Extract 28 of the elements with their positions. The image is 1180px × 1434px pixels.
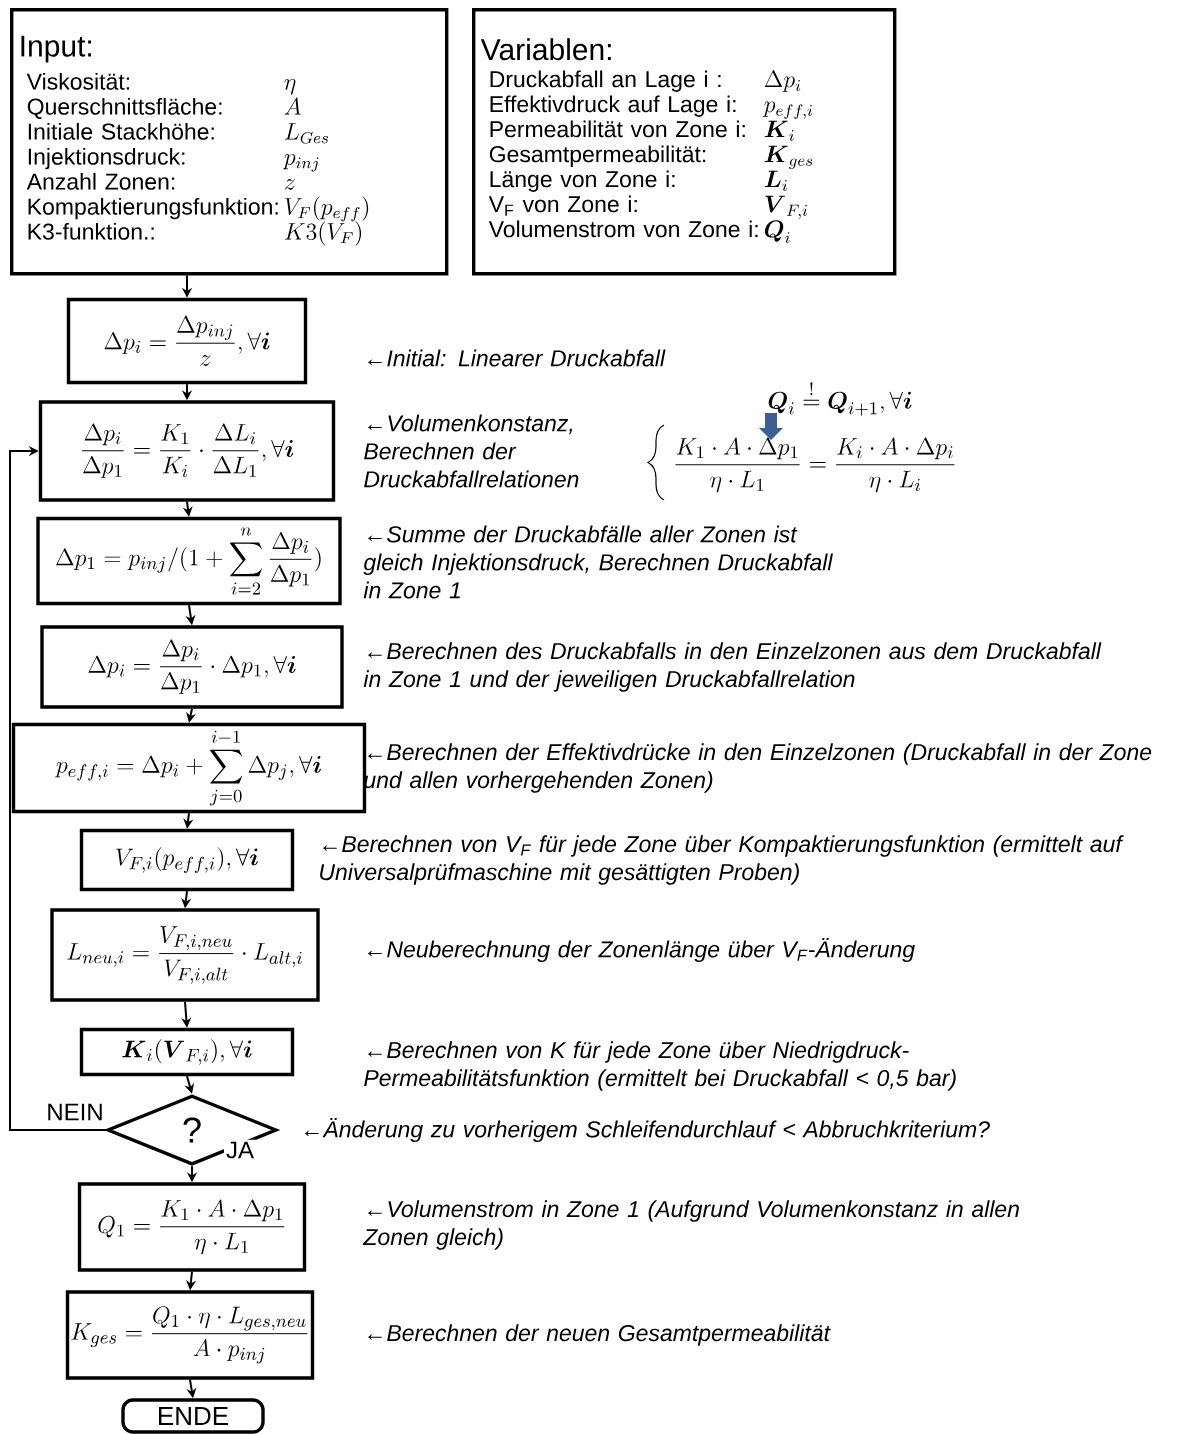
formula: $\frac{K_1 \cdot A \cdot \Delta p_1}{\eta \cdot L_1} = \frac{K_i \cdot A \cdot \Delta p_i}{\eta \cdot L_i}$ [675,437,955,493]
formula-box: $p_{eff,i} = \Delta p_i + \sum_{j=0}^{i-1} \Delta p_j, \forall \boldsymbol{i}$ [11,722,367,814]
annotation-text: ←Berechnen von K für jede Zone über Niedrigdruck-Permeabilitätsfunktion (ermittelt bei Druckabfall < 0,5 bar) [364,1041,956,1091]
annotation-text: ←Initial: Linearer Druckabfall [368,349,666,367]
formula-box: $L_{neu,i} = \frac{V_{F,i,neu}}{V_{F,i,alt}} \cdot L_{alt,i}$ [50,908,320,1002]
formula-box: $V_{F,i}(p_{eff,i}), \forall \boldsymbol{i}$ [79,828,295,892]
text-box: Variablen: Druckabfall an Lage i : $\Delta p_i$ Effektivdruck auf Lage i: $p_{eff,i}$ Permeabilität von Zone i: $\boldsymbol{K}_i$ Gesamtpermeabilität: $\boldsymbol{K}_{ges}$ Länge von Zone i: $\boldsymbol{L}_i$ V$_{F}$ von Zone i: $\boldsymbol{V}_{F,i}$ Volumenstrom von Zone i: $\boldsymbol{Q}_i$ [472,8,897,276]
annotation-text: ←Neuberechnung der Zonenlänge über V$_{F}$-Änderung [368,938,915,962]
annotation-text: ←Berechnen des Druckabfalls in den Einzelzonen aus dem Druckabfall in Zone 1 und der jeweiligen Druckabfallrelation [363,642,1102,692]
edge-label: JA [224,1139,256,1161]
edge-label: NEIN [44,1101,106,1123]
annotation-text: ←Änderung zu vorherigem Schleifendurchlauf < Abbruchkriterium? [305,1118,990,1142]
annotation-text: ←Berechnen von V$_{F}$ für jede Zone über Kompaktierungsfunktion (ermittelt auf Universalprüfmaschine mit gesättigten Proben) [320,835,1124,885]
formula-box: $\Delta p_i = \frac{\Delta p_{inj}}{z}, \forall \boldsymbol{i}$ [66,297,308,385]
annotation-text: ←Volumenkonstanz, Berechnen der Druckabfallrelationen [364,414,579,488]
formula: $\boldsymbol{Q}_i \overset{!}{=} \boldsymbol{Q}_{i+1}, \forall \boldsymbol{i}$ [768,382,912,416]
formula-box: $\Delta p_1 = p_{inj} / (1 + \sum_{i=2}^{n} \frac{\Delta p_i}{\Delta p_1})$ [36,516,342,606]
formula-box: $K_{ges} = \frac{Q_1 \cdot \eta \cdot L_{ges,neu}}{A \cdot p_{inj}}$ [65,1290,315,1380]
annotation-text: ←Berechnen der neuen Gesamtpermeabilität [368,1324,831,1346]
annotation-text: ←Summe der Druckabfälle aller Zonen ist gleich Injektionsdruck, Berechnen Druckabfall in Zone 1 [363,525,833,599]
formula-box: $Q_1 = \frac{K_1 \cdot A \cdot \Delta p_1}{\eta \cdot L_1}$ [77,1182,307,1272]
formula-box: $\frac{\Delta p_i}{\Delta p_1} = \frac{K_1}{K_i} \cdot \frac{\Delta L_i}{\Delta L_1}, \forall \boldsymbol{i}$ [38,400,336,502]
arrow [9,445,107,1131]
annotation-text: ←Volumenstrom in Zone 1 (Aufgrund Volumenkonstanz in allen Zonen gleich) [362,1200,1019,1250]
formula-box: $\boldsymbol{K}_i(\boldsymbol{V}_{F,i}), \forall \boldsymbol{i}$ [79,1027,295,1077]
formula-box: $\Delta p_i = \frac{\Delta p_i}{\Delta p_1} \cdot \Delta p_1, \forall \boldsymbol{i}$ [40,625,344,709]
terminal-box: ENDE [121,1398,265,1434]
text-box: Input: Viskosität: $\eta$ Querschnittsfläche: $A$ Initiale Stackhöhe: $L_{Ges}$ Injektionsdruck: $p_{inj}$ Anzahl Zonen: $z$ Kompaktierungsfunktion: $V_F(p_{eff})$ K3-funktion.: $K3(V_F)$ [10,8,449,276]
